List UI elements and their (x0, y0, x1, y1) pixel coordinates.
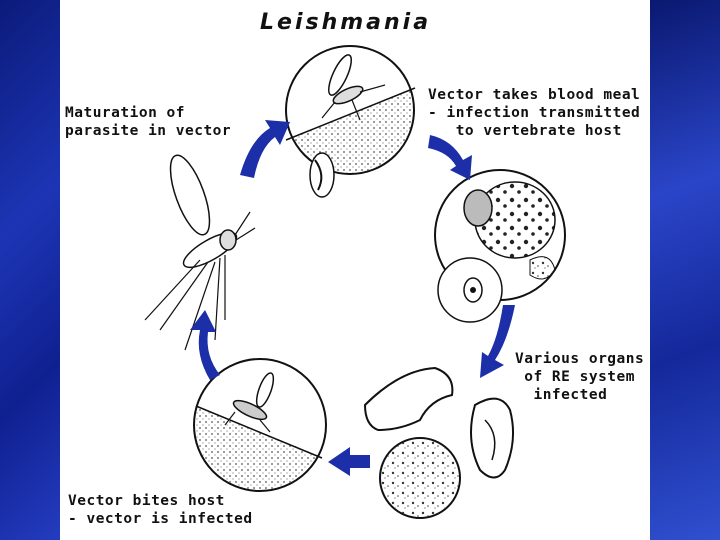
label-maturation: Maturation of parasite in vector (65, 105, 232, 139)
vector-blood-meal-illustration (285, 45, 416, 198)
background-right-edge (650, 0, 720, 540)
label-organs: Various organs of RE system infected (515, 351, 645, 403)
arrow-top-to-macrophage (428, 135, 472, 180)
diagram-title: Leishmania (260, 10, 432, 35)
organs-illustration (363, 366, 515, 519)
arrow-bites-to-maturation (190, 310, 220, 380)
vector-bites-host-illustration (193, 358, 327, 492)
background-left-edge (0, 0, 60, 540)
life-cycle-diagram (144, 45, 566, 519)
label-bites: Vector bites host - vector is infected (68, 493, 253, 527)
sandfly-illustration (144, 154, 256, 351)
arrow-organs-to-bites (328, 447, 370, 476)
diagram-panel: Leishmania Maturation of parasite in vec… (60, 0, 650, 540)
label-blood-meal: Vector takes blood meal - infection tran… (428, 87, 641, 139)
arrow-macrophage-to-organs (480, 305, 515, 378)
infected-macrophage-illustration (434, 169, 566, 323)
cycle-arrows (190, 120, 515, 476)
arrow-maturation-to-top (240, 120, 290, 178)
